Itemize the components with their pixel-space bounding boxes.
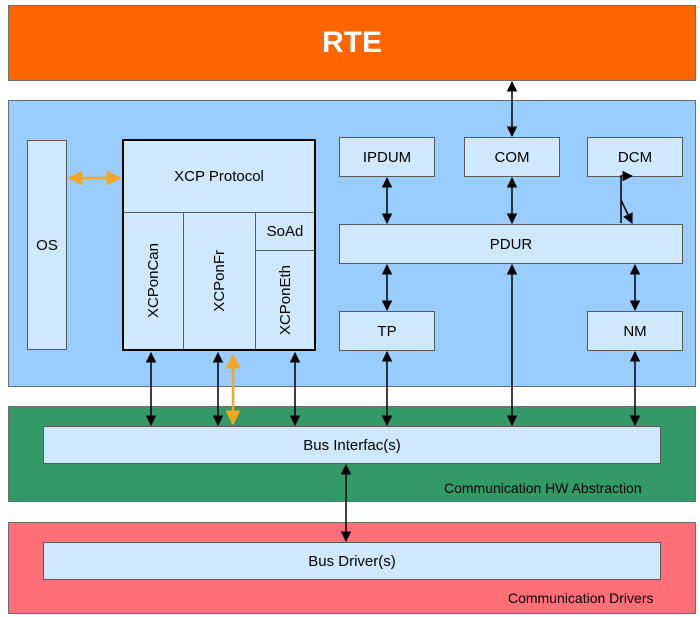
xcp-protocol-block: XCP Protocol	[124, 141, 314, 213]
rte-layer: RTE	[8, 5, 696, 81]
soad-block: SoAd	[256, 213, 314, 251]
dcm-label: DCM	[617, 148, 653, 166]
soad-label: SoAd	[266, 223, 304, 240]
os-label: OS	[36, 236, 58, 254]
bus-driver-block: Bus Driver(s)	[43, 542, 661, 580]
hw-abstraction-caption: Communication HW Abstraction	[444, 480, 642, 496]
arrow-dcm-pdur-down	[620, 199, 633, 224]
xcp-group	[122, 139, 316, 351]
os-block: OS	[27, 140, 67, 350]
com-block: COM	[464, 137, 560, 177]
arrow-dcm-pdur	[620, 170, 634, 223]
xcp-protocol-label: XCP Protocol	[174, 168, 264, 185]
ipdum-label: IPDUM	[362, 148, 412, 166]
drivers-caption: Communication Drivers	[508, 590, 654, 606]
xcp-on-can-block: XCPonCan	[124, 213, 184, 349]
pdur-label: PDUR	[489, 235, 533, 253]
tp-label: TP	[377, 322, 397, 340]
bus-interface-label: Bus Interfac(s)	[303, 436, 401, 454]
tp-block: TP	[339, 311, 435, 351]
com-label: COM	[494, 148, 530, 166]
nm-block: NM	[587, 311, 683, 351]
xcp-on-fr-block: XCPonFr	[184, 213, 256, 349]
rte-label: RTE	[322, 26, 382, 59]
ipdum-block: IPDUM	[339, 137, 435, 177]
bus-driver-label: Bus Driver(s)	[308, 552, 396, 570]
nm-label: NM	[623, 322, 647, 340]
dcm-block: DCM	[587, 137, 683, 177]
bus-interface-block: Bus Interfac(s)	[43, 426, 661, 464]
pdur-block: PDUR	[339, 224, 683, 264]
